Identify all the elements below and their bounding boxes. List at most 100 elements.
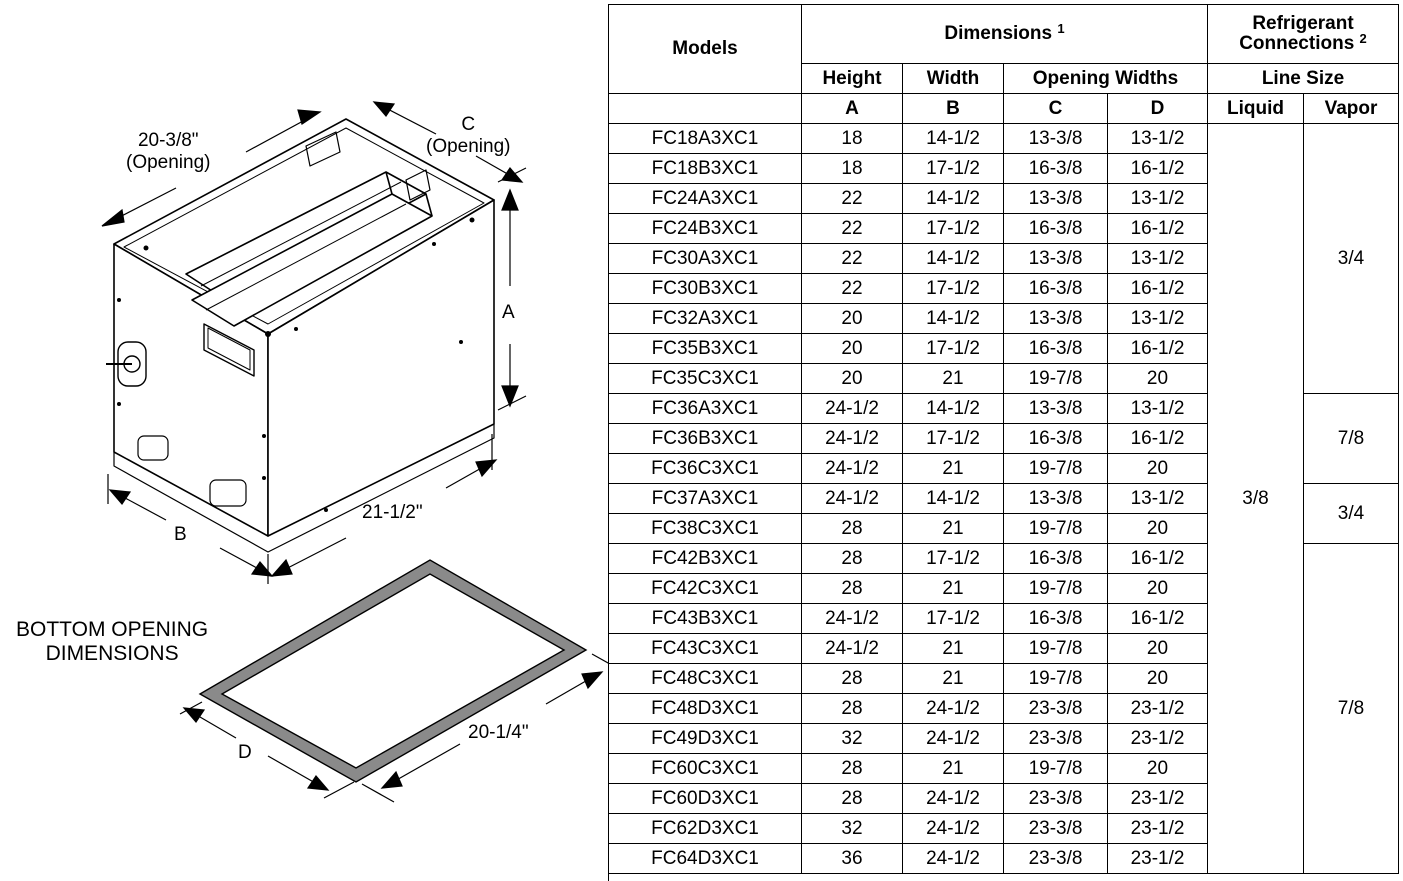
dim-d-label: D xyxy=(238,742,252,763)
col-d-header: D xyxy=(1107,93,1208,124)
top-opening-dimension-label: 20-3/8" (Opening) xyxy=(126,130,211,174)
opening-d-cell: 16-1/2 xyxy=(1107,603,1208,634)
bottom-opening-title-line-2: DIMENSIONS xyxy=(45,642,179,665)
vapor-header: Vapor xyxy=(1303,93,1399,124)
opening-c-cell: 13-3/8 xyxy=(1003,123,1108,154)
opening-c-cell: 13-3/8 xyxy=(1003,303,1108,334)
width-b-cell: 24-1/2 xyxy=(902,843,1004,874)
dim-c-label: C (Opening) xyxy=(426,114,511,158)
opening-d-cell: 16-1/2 xyxy=(1107,423,1208,454)
dimensions-footnote-marker: 1 xyxy=(1057,21,1065,36)
opening-c-cell: 19-7/8 xyxy=(1003,753,1108,784)
width-b-cell: 21 xyxy=(902,573,1004,604)
opening-c-cell: 23-3/8 xyxy=(1003,693,1108,724)
model-cell: FC64D3XC1 xyxy=(608,843,802,874)
refrigerant-header-line-2: Connections 2 xyxy=(1239,31,1367,54)
opening-d-cell: 20 xyxy=(1107,363,1208,394)
width-b-cell: 24-1/2 xyxy=(902,783,1004,814)
width-b-cell: 21 xyxy=(902,633,1004,664)
model-cell: FC35B3XC1 xyxy=(608,333,802,364)
width-b-cell: 17-1/2 xyxy=(902,213,1004,244)
model-cell: FC42B3XC1 xyxy=(608,543,802,574)
model-cell: FC60D3XC1 xyxy=(608,783,802,814)
opening-d-cell: 16-1/2 xyxy=(1107,153,1208,184)
col-b-header: B xyxy=(902,93,1004,124)
height-a-cell: 20 xyxy=(801,303,903,334)
height-a-cell: 22 xyxy=(801,213,903,244)
model-cell: FC38C3XC1 xyxy=(608,513,802,544)
height-a-cell: 18 xyxy=(801,153,903,184)
opening-d-cell: 16-1/2 xyxy=(1107,273,1208,304)
model-cell: FC36B3XC1 xyxy=(608,423,802,454)
opening-d-cell: 20 xyxy=(1107,513,1208,544)
opening-c-cell: 13-3/8 xyxy=(1003,483,1108,514)
model-cell: FC24B3XC1 xyxy=(608,213,802,244)
height-a-cell: 22 xyxy=(801,243,903,274)
opening-d-cell: 20 xyxy=(1107,573,1208,604)
height-a-cell: 28 xyxy=(801,573,903,604)
models-header: Models xyxy=(608,4,802,94)
opening-c-cell: 16-3/8 xyxy=(1003,273,1108,304)
height-a-cell: 28 xyxy=(801,693,903,724)
opening-d-cell: 20 xyxy=(1107,633,1208,664)
opening-d-cell: 13-1/2 xyxy=(1107,483,1208,514)
opening-c-cell: 19-7/8 xyxy=(1003,573,1108,604)
width-b-cell: 21 xyxy=(902,363,1004,394)
opening-d-cell: 16-1/2 xyxy=(1107,213,1208,244)
model-cell: FC49D3XC1 xyxy=(608,723,802,754)
bottom-opening-title-line-1: BOTTOM OPENING xyxy=(16,618,209,641)
opening-c-cell: 16-3/8 xyxy=(1003,153,1108,184)
top-opening-width-value: 20-3/8" xyxy=(137,130,199,151)
width-b-cell: 17-1/2 xyxy=(902,543,1004,574)
opening-d-cell: 16-1/2 xyxy=(1107,543,1208,574)
height-a-cell: 24-1/2 xyxy=(801,423,903,454)
opening-c-cell: 16-3/8 xyxy=(1003,603,1108,634)
height-a-cell: 24-1/2 xyxy=(801,603,903,634)
height-a-cell: 22 xyxy=(801,273,903,304)
model-cell: FC18B3XC1 xyxy=(608,153,802,184)
opening-d-cell: 23-1/2 xyxy=(1107,723,1208,754)
height-a-cell: 20 xyxy=(801,333,903,364)
opening-c-cell: 16-3/8 xyxy=(1003,543,1108,574)
width-b-cell: 17-1/2 xyxy=(902,603,1004,634)
model-cell: FC36C3XC1 xyxy=(608,453,802,484)
opening-c-cell: 23-3/8 xyxy=(1003,783,1108,814)
model-cell: FC35C3XC1 xyxy=(608,363,802,394)
opening-c-cell: 13-3/8 xyxy=(1003,183,1108,214)
dim-c-letter: C xyxy=(461,114,476,135)
opening-d-cell: 23-1/2 xyxy=(1107,843,1208,874)
opening-d-cell: 16-1/2 xyxy=(1107,333,1208,364)
model-cell: FC32A3XC1 xyxy=(608,303,802,334)
dimension-drawing: 20-3/8" (Opening) C (Opening) A B 21-1/2… xyxy=(6,4,609,881)
height-a-cell: 24-1/2 xyxy=(801,483,903,514)
width-b-cell: 21 xyxy=(902,663,1004,694)
opening-c-cell: 23-3/8 xyxy=(1003,843,1108,874)
height-header: Height xyxy=(801,63,903,94)
opening-d-cell: 20 xyxy=(1107,663,1208,694)
opening-d-cell: 13-1/2 xyxy=(1107,183,1208,214)
width-b-cell: 14-1/2 xyxy=(902,393,1004,424)
model-cell: FC48C3XC1 xyxy=(608,663,802,694)
opening-c-cell: 23-3/8 xyxy=(1003,813,1108,844)
opening-d-cell: 13-1/2 xyxy=(1107,393,1208,424)
width-b-cell: 17-1/2 xyxy=(902,153,1004,184)
height-a-cell: 28 xyxy=(801,753,903,784)
model-cell: FC48D3XC1 xyxy=(608,693,802,724)
model-cell: FC42C3XC1 xyxy=(608,573,802,604)
vapor-line-size-cell: 3/4 xyxy=(1303,123,1399,394)
width-b-cell: 24-1/2 xyxy=(902,693,1004,724)
dim-b-label: B xyxy=(174,524,187,545)
